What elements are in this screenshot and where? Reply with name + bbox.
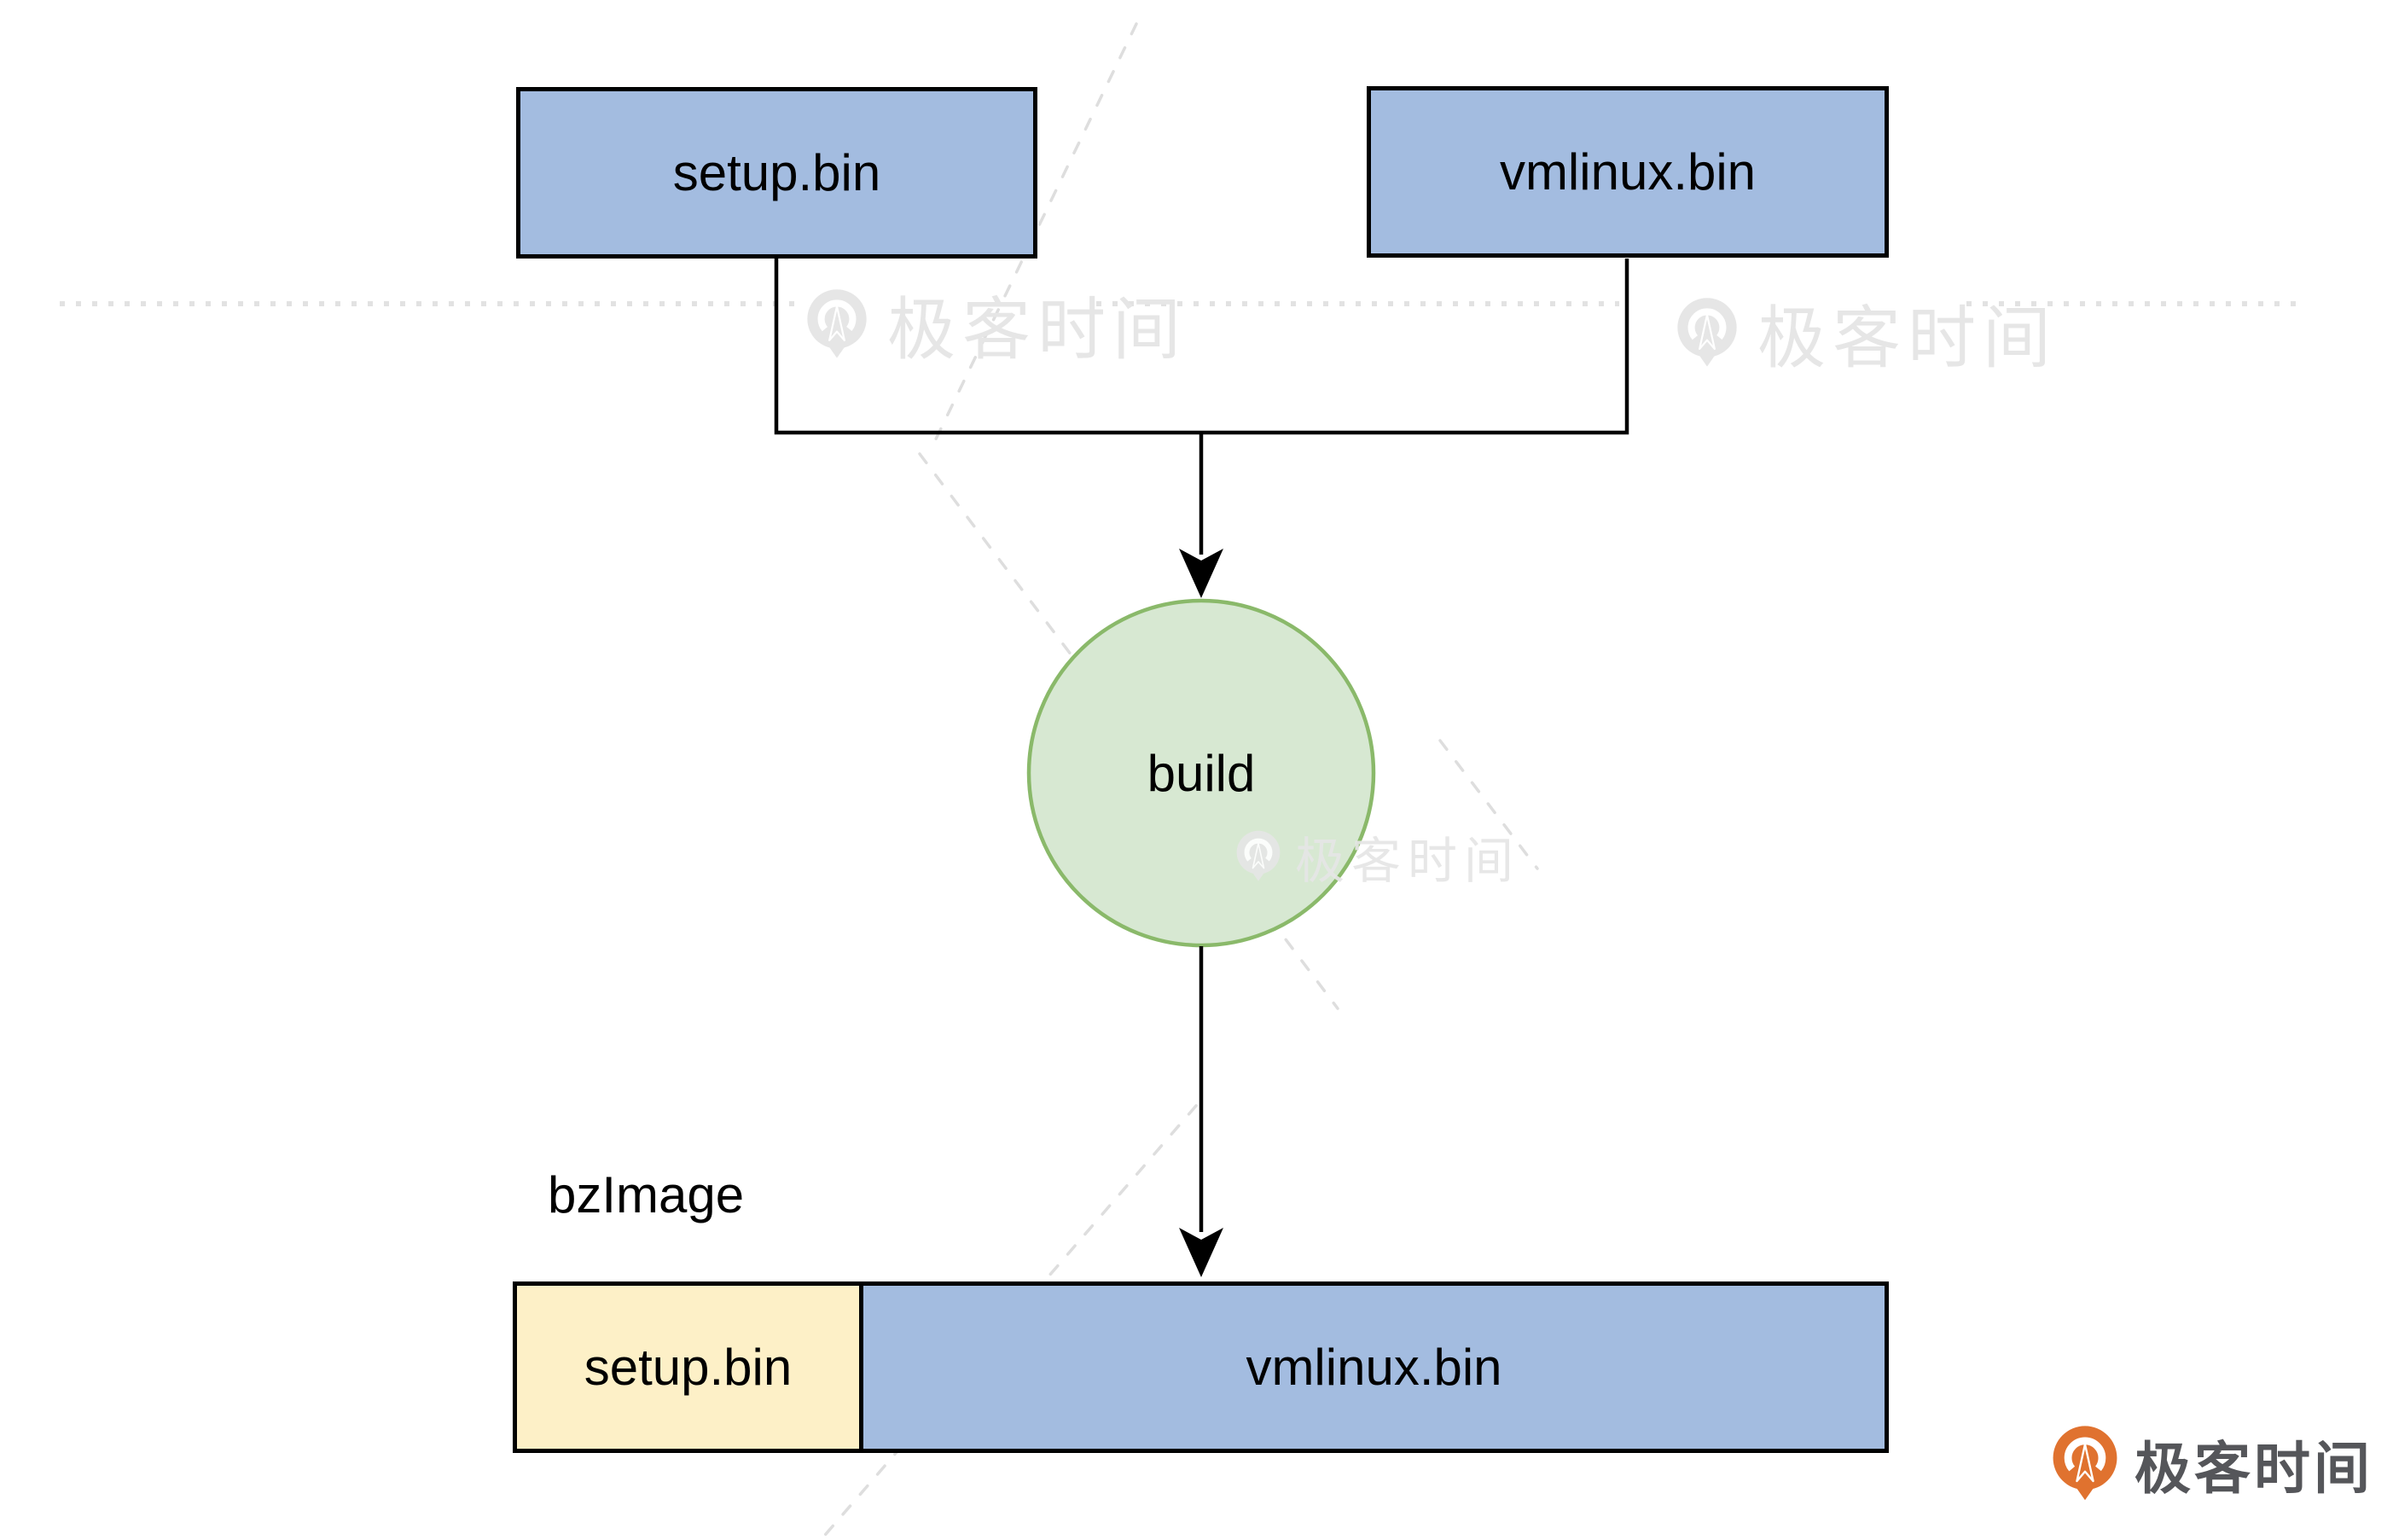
output-bar-bzimage: setup.bin vmlinux.bin — [513, 1281, 1889, 1453]
output-segment-vmlinux-bin: vmlinux.bin — [863, 1286, 1885, 1449]
watermark-text: 极客时间 — [1295, 834, 1521, 889]
watermark-diagonal-line — [1438, 739, 1539, 870]
geektime-brand-text: 极客时间 — [2135, 1437, 2373, 1500]
watermark-diagonal-line — [930, 22, 1138, 450]
output-segment-setup-bin: setup.bin — [517, 1286, 863, 1449]
input-box-vmlinux-bin: vmlinux.bin — [1367, 86, 1889, 258]
dotted-rule-left — [60, 301, 798, 306]
geektime-watermark-icon — [1235, 829, 1281, 884]
watermark-text: 极客时间 — [1757, 300, 2058, 376]
watermark-right: 极客时间 — [1676, 283, 2058, 382]
dotted-rule-middle — [1096, 301, 1619, 306]
build-process-label-wrap: build — [1031, 602, 1372, 944]
watermark-diagonal-line — [819, 1104, 1198, 1540]
arrow-to-output-head — [1179, 1228, 1223, 1277]
geektime-logo-icon — [2051, 1424, 2119, 1504]
geektime-brand: 极客时间 — [2051, 1423, 2373, 1505]
build-process-circle — [1026, 598, 1376, 948]
input-box-setup-bin: setup.bin — [516, 87, 1037, 259]
output-title: bzImage — [548, 1166, 745, 1223]
watermark-text: 极客时间 — [887, 292, 1188, 368]
geektime-watermark-icon — [1676, 296, 1739, 370]
watermark-center: 极客时间 — [1235, 821, 1520, 892]
input-box-setup-bin-label: setup.bin — [672, 143, 881, 201]
arrow-to-build-head — [1179, 549, 1223, 598]
input-box-vmlinux-bin-label: vmlinux.bin — [1499, 142, 1757, 200]
output-segment-setup-bin-label: setup.bin — [584, 1339, 793, 1396]
output-segment-vmlinux-bin-label: vmlinux.bin — [1246, 1339, 1502, 1396]
build-process-label: build — [1147, 744, 1256, 802]
geektime-watermark-icon — [805, 288, 868, 362]
dotted-rule-right — [1966, 301, 2299, 306]
watermark-left: 极客时间 — [805, 275, 1188, 374]
